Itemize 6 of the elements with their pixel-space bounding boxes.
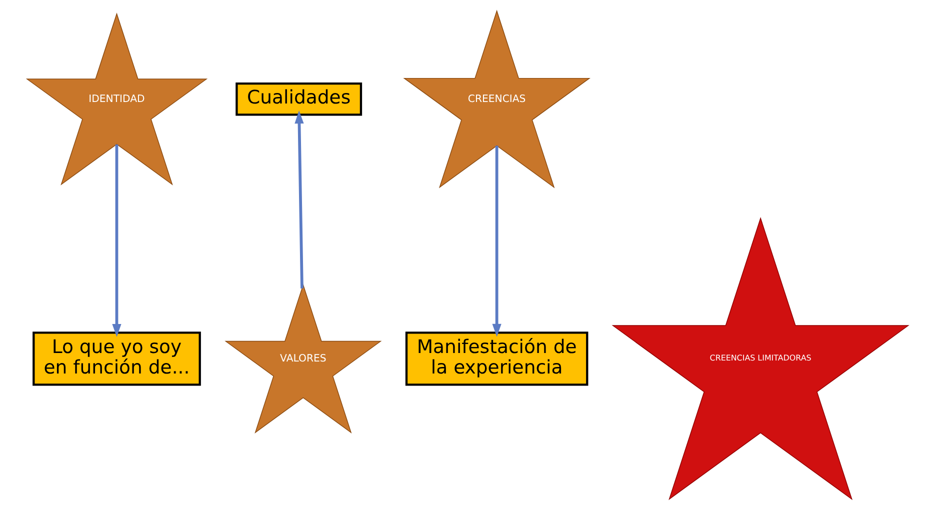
arrow bbox=[294, 110, 304, 288]
arrow bbox=[492, 146, 501, 337]
node-box: Cualidades bbox=[235, 82, 362, 116]
node-box: Lo que yo soy en función de... bbox=[32, 332, 200, 386]
arrow bbox=[112, 144, 121, 337]
node-box: Manifestación de la experiencia bbox=[404, 332, 588, 386]
